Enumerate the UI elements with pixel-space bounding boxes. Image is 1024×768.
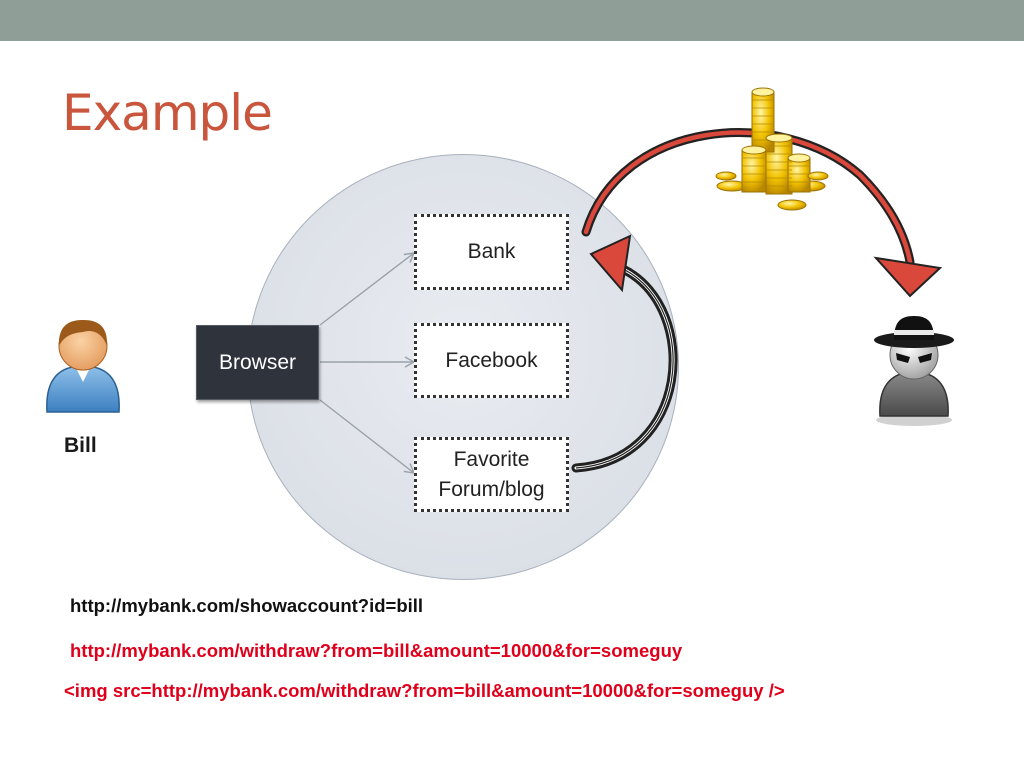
user-label: Bill (64, 434, 97, 457)
browser-connectors (319, 252, 416, 474)
gold-coins-icon (715, 87, 829, 211)
user-icon (46, 320, 120, 413)
top-bar (0, 0, 1024, 41)
img-tag-url: <img src=http://mybank.com/withdraw?from… (64, 680, 785, 701)
site-forum-box: Favorite Forum/blog (414, 437, 569, 512)
site-facebook-box: Facebook (414, 323, 569, 398)
withdraw-url: http://mybank.com/withdraw?from=bill&amo… (70, 640, 683, 661)
slide-title: Example (62, 84, 273, 142)
forum-to-bank-arrow (571, 234, 678, 473)
bank-to-attacker-arrow (581, 128, 943, 298)
browser-box: Browser (196, 325, 319, 400)
site-bank-box: Bank (414, 214, 569, 290)
show-account-url: http://mybank.com/showaccount?id=bill (70, 595, 424, 616)
attacker-spy-icon (874, 316, 954, 426)
